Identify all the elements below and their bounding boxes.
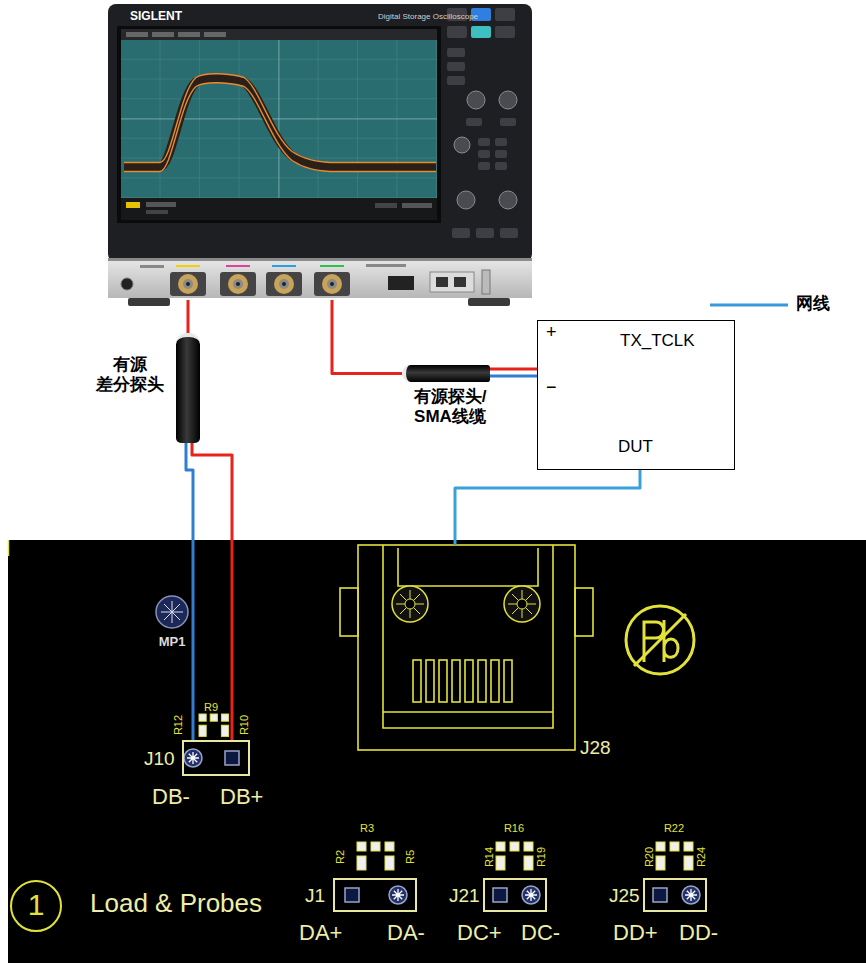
rj45-connector: J28 [358,545,575,750]
connector-designator: J25 [609,885,640,908]
pin-name: DA- [387,920,425,946]
dut-box: + − TX_TCLK DUT [537,320,735,470]
differential-probe: 有源 差分探头 [176,333,200,443]
fixture-board-illustration [8,540,866,963]
pin-name: DD- [679,920,718,946]
probe-header: J10DB-DB+ [182,740,250,776]
cable-wire [332,300,402,374]
probe-label: 有源探头/ SMA线缆 [392,387,508,428]
resistor-designator: R3 [360,822,374,834]
resistor-designator: R2 [334,850,346,864]
callout-number: 1 [12,882,60,928]
polarity-mark: + [546,322,557,344]
resistor-designator: R9 [204,701,218,713]
pin-name: DD+ [613,920,658,946]
callout-circle: 1 [10,880,62,932]
cable-wire [490,368,537,371]
cable-connector [186,443,232,740]
legend-line [710,304,788,307]
resistor-designator: R5 [404,850,416,864]
brand-logo: SIGLENT [130,9,182,23]
resistor-designator: R10 [238,715,250,735]
resistor-designator: R20 [643,847,655,867]
pin-name: DC+ [457,920,502,946]
connector-designator: J21 [449,885,480,908]
fixture-board: Load & ProbesMP1J28J10DB-DB+1J1DA+DA-J21… [8,540,866,963]
signal-name: TX_TCLK [620,331,695,351]
probe-label: 有源 差分探头 [90,355,170,396]
test-point: MP1 [156,596,188,628]
probe-header: J25DD+DD- [643,878,707,912]
cable-connector [490,369,537,376]
connector-designator: J1 [305,885,325,908]
resistor-designator: R24 [695,847,707,867]
legend-sample [706,292,790,316]
model-caption: Digital Storage Oscilloscope [378,12,478,22]
pin-name: DB- [152,784,190,810]
cable-connector [188,300,189,333]
polarity-mark: − [546,377,557,399]
cable-wire [490,375,537,378]
oscilloscope-illustration [108,4,532,306]
resistor-designator: R16 [504,822,524,834]
board-title: Load & Probes [90,888,262,919]
device-name: DUT [618,437,653,457]
cable-wire [186,443,193,740]
probe-header: J1DA+DA- [333,878,417,912]
cable-connector [332,300,402,374]
connector-designator: J10 [144,748,175,771]
legend-text: 网线 [796,292,830,316]
probe-header: J21DC+DC- [483,878,547,912]
connector-designator: J28 [580,737,611,760]
oscilloscope: SIGLENT Digital Storage Oscilloscope [108,0,532,300]
resistor-designator: R12 [172,715,184,735]
cable-wire [455,470,640,545]
cable-connector [455,470,640,545]
cable-wire [192,443,232,740]
cable-wire [187,300,190,333]
pin-name: DB+ [220,784,263,810]
resistor-designator: R19 [535,847,547,867]
pin-name: DA+ [299,920,342,946]
resistor-designator: R14 [483,847,495,867]
pin-name: DC- [521,920,560,946]
active-probe: 有源探头/ SMA线缆 [402,365,490,382]
resistor-designator: R22 [664,822,684,834]
test-point-label: MP1 [152,634,192,650]
